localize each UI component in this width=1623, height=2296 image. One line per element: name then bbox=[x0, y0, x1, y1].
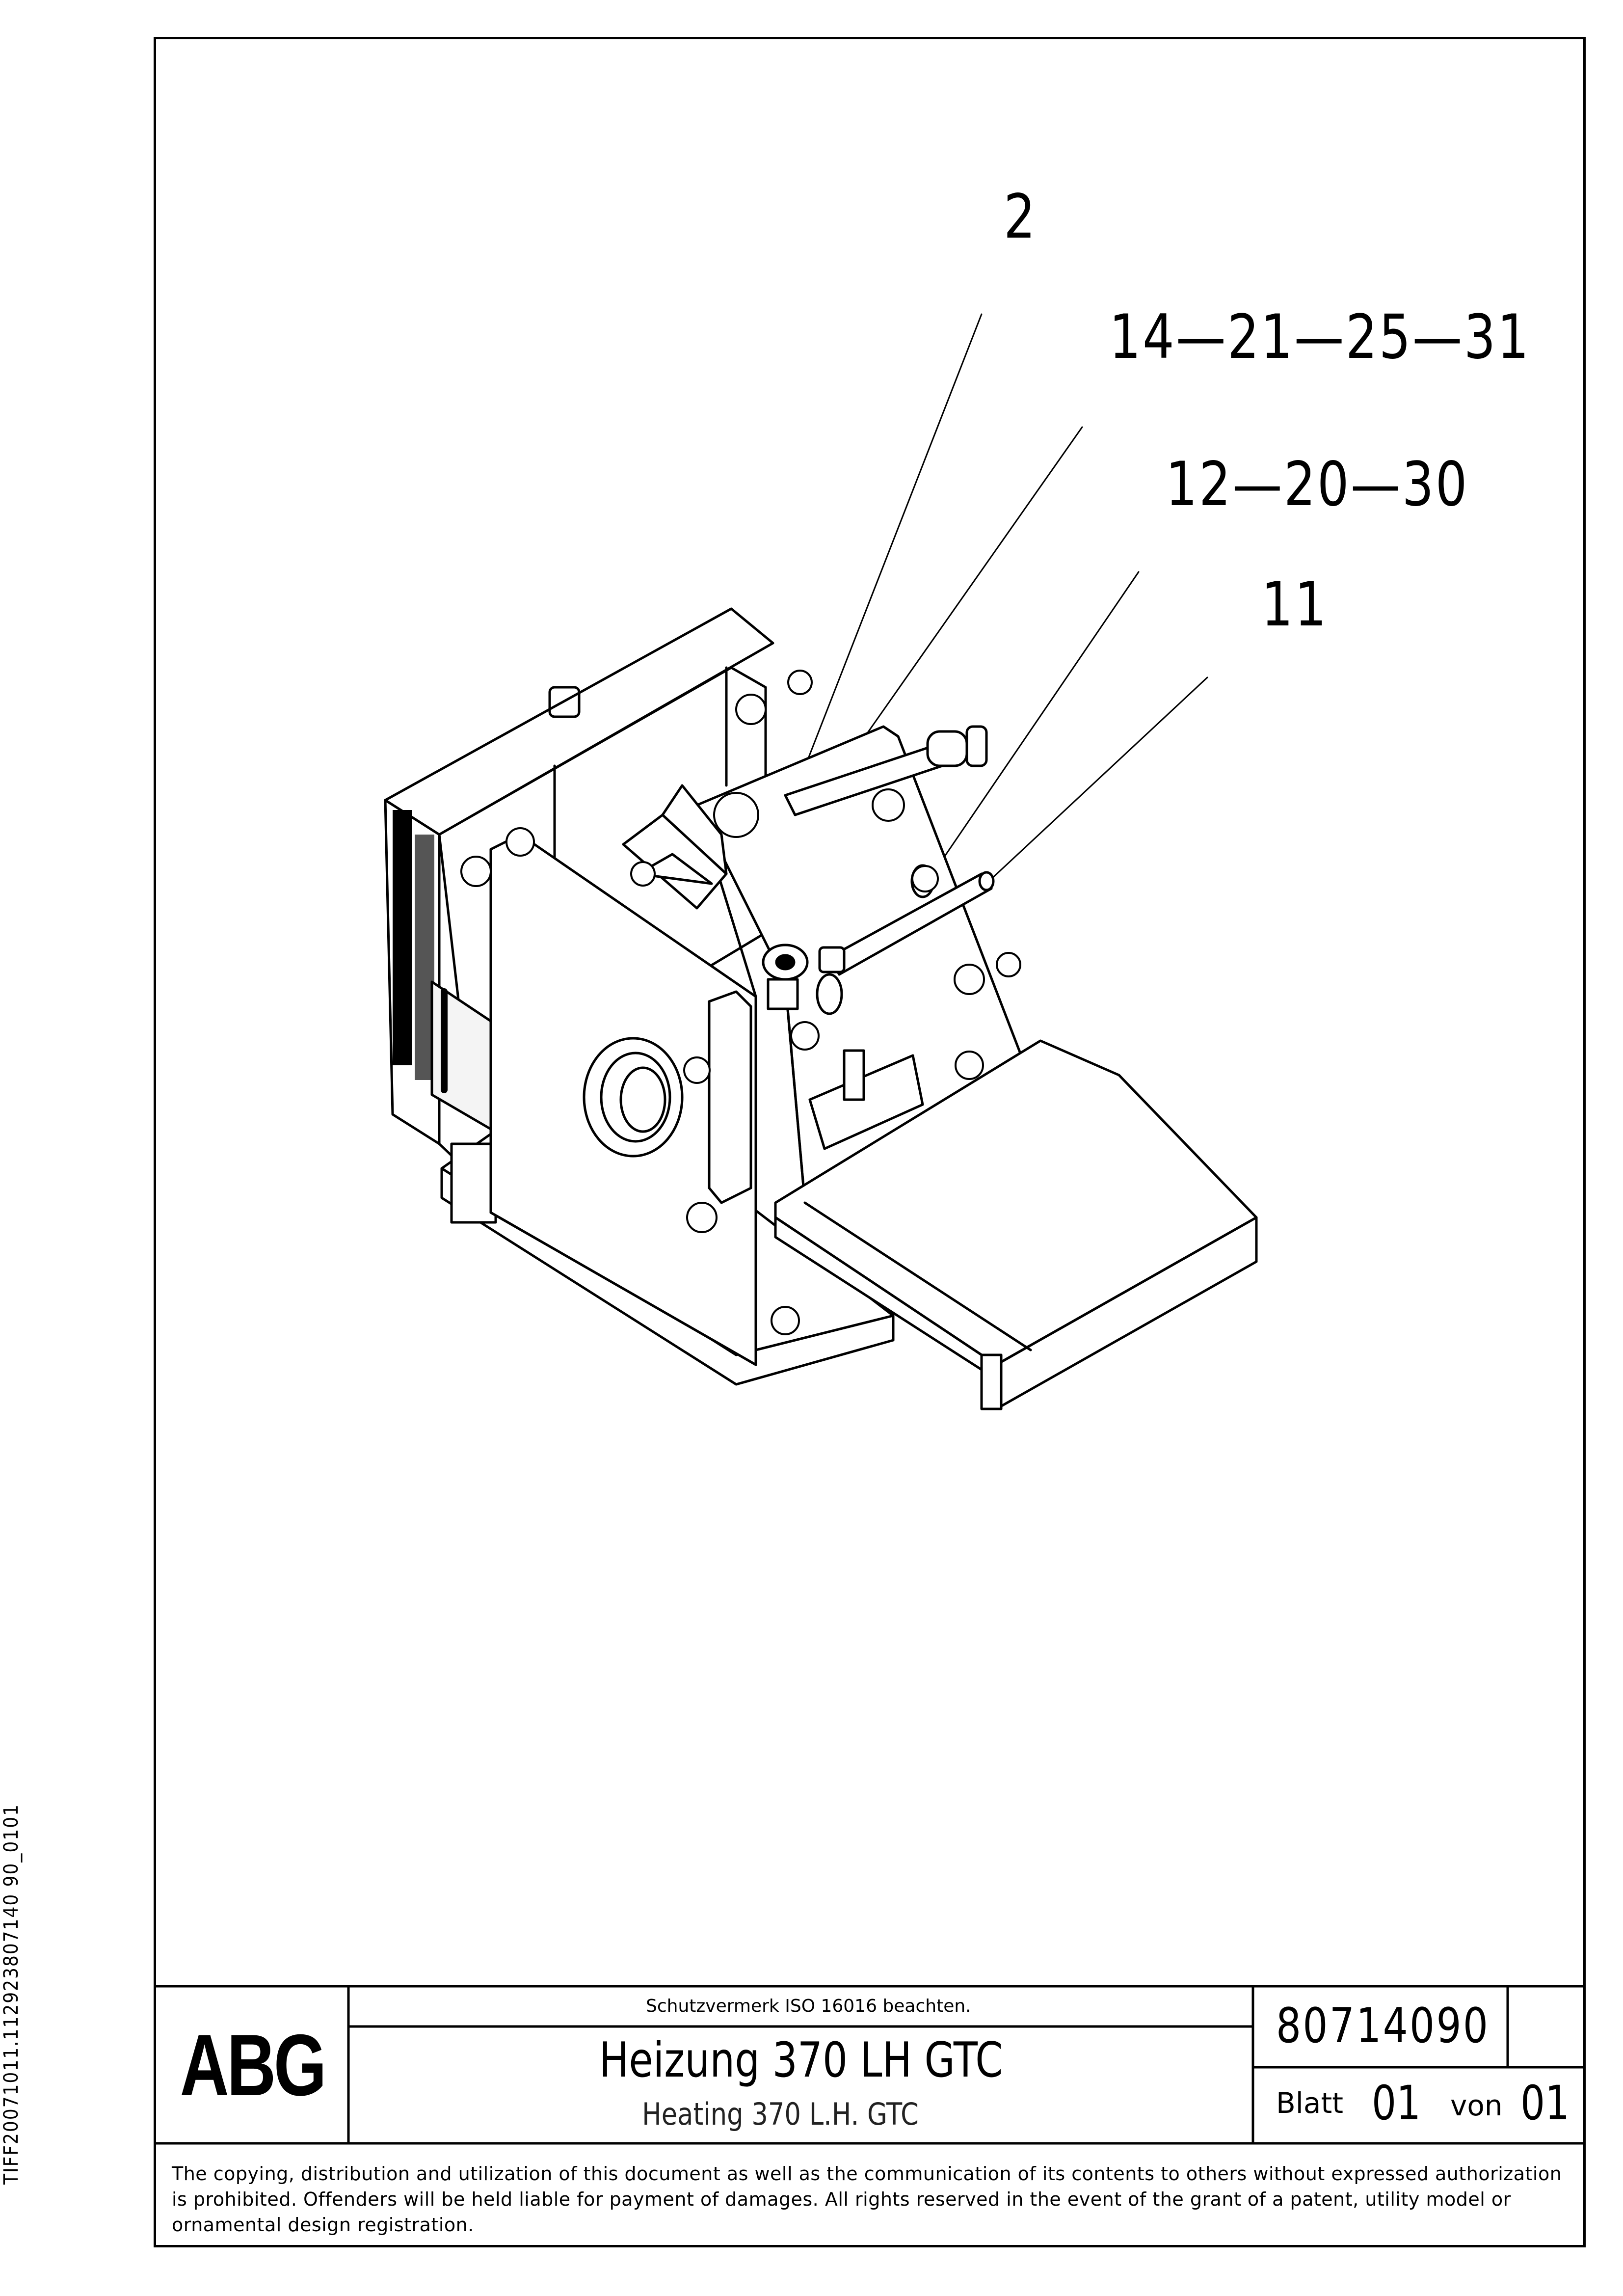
copyright-line-1: The copying, distribution and utilizatio… bbox=[172, 2163, 1562, 2185]
callout-12-20-30: 12—20—30 bbox=[1166, 449, 1469, 520]
copyright-line-3: ornamental design registration. bbox=[172, 2214, 474, 2236]
leader-line-12-20-30 bbox=[922, 571, 1140, 890]
abg-logo: ABG bbox=[156, 1986, 348, 2143]
of-label: von bbox=[1450, 2089, 1503, 2122]
protection-note: Schutzvermerk ISO 16016 beachten. bbox=[646, 1996, 971, 2016]
callout-2: 2 bbox=[1004, 182, 1037, 252]
drawing-title-en: Heating 370 L.H. GTC bbox=[642, 2096, 919, 2132]
copyright-line-2: is prohibited. Offenders will be held li… bbox=[172, 2188, 1511, 2210]
callout-11: 11 bbox=[1261, 569, 1328, 640]
copyright-notice: The copying, distribution and utilizatio… bbox=[172, 2161, 1566, 2238]
abg-logo-text: ABG bbox=[180, 2016, 327, 2114]
drawing-title-de: Heizung 370 LH GTC bbox=[599, 2032, 1003, 2088]
sheet-number: 01 bbox=[1372, 2076, 1421, 2131]
document-number: 80714090 bbox=[1276, 1998, 1490, 2054]
leader-line-11 bbox=[988, 676, 1208, 882]
drawing-frame bbox=[154, 37, 1586, 2247]
sheet-total: 01 bbox=[1520, 2076, 1570, 2131]
callout-14-21-25-31: 14—21—25—31 bbox=[1109, 302, 1531, 373]
sheet-label: Blatt bbox=[1276, 2086, 1343, 2120]
